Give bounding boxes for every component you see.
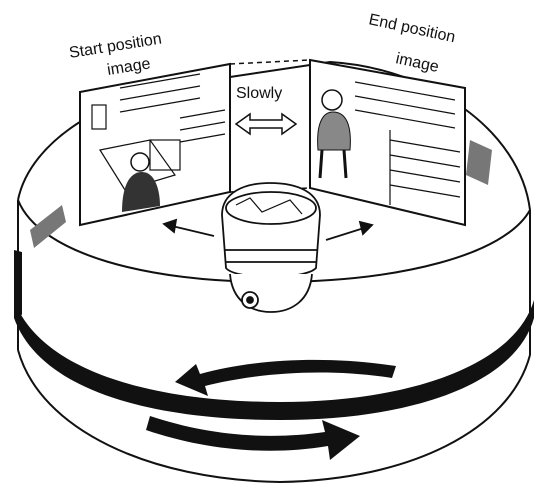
cashier-figure-head	[131, 153, 149, 171]
slowly-label: Slowly	[236, 85, 282, 102]
transition-panel	[230, 60, 310, 192]
dome-camera	[222, 183, 320, 312]
right-view-arrowhead	[360, 222, 372, 234]
drum-accent-right	[466, 140, 492, 185]
rotation-band	[14, 300, 534, 420]
start-position-image	[80, 64, 230, 225]
end-position-label-line2: image	[394, 50, 440, 76]
rotation-band-left-edge	[14, 250, 22, 315]
slowly-double-arrow	[236, 114, 296, 134]
start-position-label-line2: image	[106, 55, 152, 79]
end-position-label-line1: End position	[367, 11, 457, 46]
end-position-image	[310, 60, 465, 225]
right-direction-label: RIGHT	[405, 371, 461, 405]
rotate-right-arrow	[146, 416, 360, 460]
shopper-figure-head	[322, 90, 342, 110]
drum-accent-left	[30, 205, 66, 248]
rotate-left-arrow	[175, 360, 396, 396]
left-view-arrowhead	[164, 220, 176, 232]
